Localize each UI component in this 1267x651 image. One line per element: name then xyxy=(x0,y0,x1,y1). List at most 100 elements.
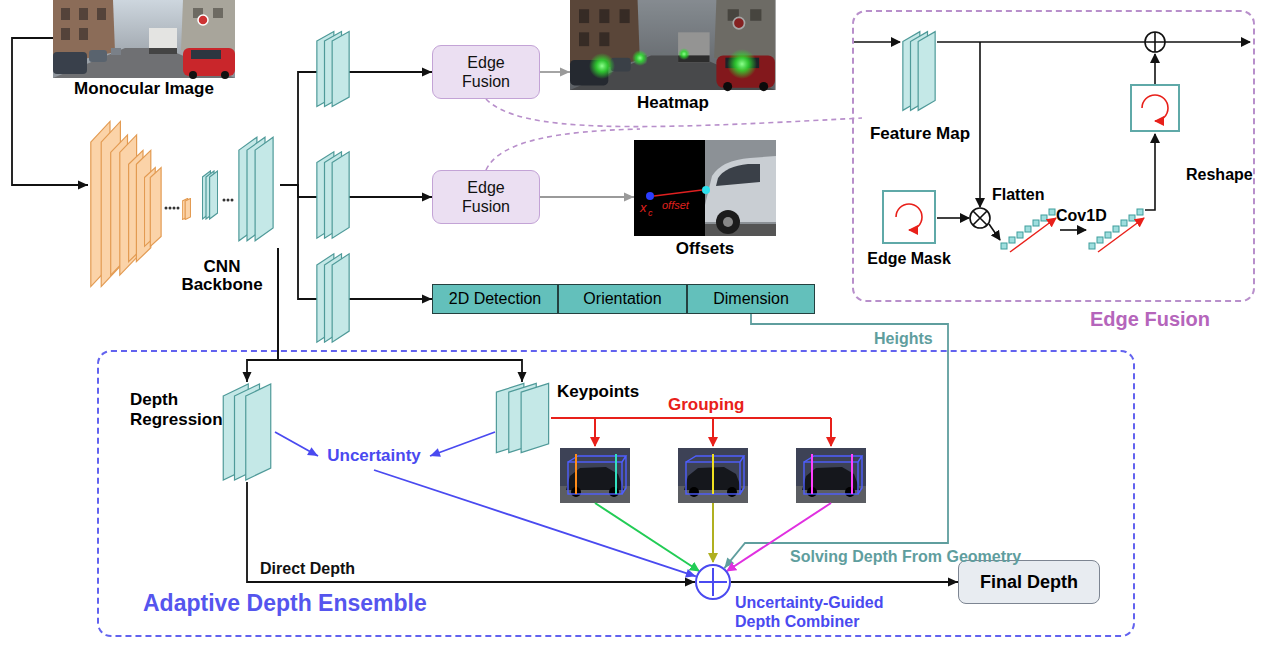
connector xyxy=(374,470,696,577)
connector xyxy=(243,248,279,382)
edge-fusion-internals-part xyxy=(903,32,935,111)
heatmap-image-part xyxy=(589,53,615,79)
panel-title: Adaptive Depth Ensemble xyxy=(143,590,427,617)
arrowhead xyxy=(307,447,318,456)
edge-fusion-internals-part-part xyxy=(1049,209,1055,215)
offsets-image-part xyxy=(716,164,760,186)
image-panel: Heatmap xyxy=(570,0,776,116)
connector xyxy=(280,185,432,304)
edge-fusion-internals-part xyxy=(989,224,1000,240)
uncertainty-node: Uncertainty xyxy=(318,442,430,470)
head-feature-maps-part xyxy=(317,32,349,107)
combiner-plus-part xyxy=(699,568,727,596)
mask-box: Edge Mask xyxy=(882,190,936,244)
operation-label: Flatten xyxy=(992,186,1044,204)
output-box: 2D Detection xyxy=(432,284,558,314)
block-caption: Keypoints xyxy=(557,382,639,402)
connector xyxy=(731,578,958,587)
panel-title: Edge Fusion xyxy=(1090,308,1210,331)
edge-label: Heights xyxy=(872,330,935,348)
arrowhead xyxy=(243,372,252,382)
result-box: Final Depth xyxy=(958,560,1100,604)
edge-fusion-internals-part xyxy=(979,42,981,207)
block-caption: CNN Backbone xyxy=(180,258,264,294)
reshape-box: Reshape xyxy=(1130,84,1180,132)
annotation-subscript: c xyxy=(648,208,653,218)
edge-fusion-internals-part-part xyxy=(1017,232,1023,238)
connector xyxy=(280,185,432,202)
backbone-layers xyxy=(91,121,273,286)
connector-line xyxy=(275,432,318,456)
box-label: Orientation xyxy=(583,290,661,308)
image-panel: Monocular Image xyxy=(53,0,235,100)
keypoint-car-images-part xyxy=(615,454,617,494)
heatmap-image-part xyxy=(678,48,690,60)
block-caption: Edge Mask xyxy=(857,250,961,268)
offsets-image-part xyxy=(705,224,776,236)
image-caption: Heatmap xyxy=(570,93,776,113)
combiner-plus xyxy=(699,568,727,596)
edge-fusion-internals-part-part xyxy=(1089,243,1095,249)
backbone-layers-part xyxy=(223,199,226,202)
connector-line xyxy=(247,248,278,382)
edge-fusion-internals-part-part xyxy=(1137,209,1143,215)
backbone-layers-part xyxy=(144,168,161,247)
connector-line xyxy=(724,314,948,568)
edge-fusion-internals-part xyxy=(1060,229,1086,231)
edge-fusion-internals-part-part xyxy=(1105,232,1111,238)
output-box: Orientation xyxy=(558,284,687,314)
block-caption: Uncertainty-Guided Depth Combiner xyxy=(735,593,910,631)
connector xyxy=(278,248,527,382)
connector-line xyxy=(280,72,432,185)
feature-map: Keypoints xyxy=(495,382,645,454)
edge-fusion-internals-part-part xyxy=(1009,237,1015,243)
edge-fusion-internals-part xyxy=(1165,41,1250,43)
edge-fusion-internals-part-part xyxy=(1033,220,1039,226)
keypoint-car-images xyxy=(560,448,866,503)
edge-fusion-guides-part xyxy=(486,129,640,170)
heatmap-image-part xyxy=(632,50,648,66)
arrowhead xyxy=(430,448,441,456)
backbone-layers-part xyxy=(202,171,217,219)
edge-fusion-internals-part-part xyxy=(1121,220,1127,226)
arrowhead xyxy=(78,181,88,190)
keypoint-car-images-part xyxy=(712,454,714,494)
backbone-layers-part xyxy=(173,207,176,210)
arrowhead xyxy=(685,569,696,578)
annotation-text: offset xyxy=(662,199,689,211)
edge-fusion-internals-part xyxy=(1154,54,1156,84)
keypoint-car-images-part xyxy=(678,448,748,503)
edge-fusion-internals-part-part xyxy=(1129,215,1135,221)
connector-line xyxy=(731,581,958,583)
block-caption: Feature Map xyxy=(865,124,975,144)
arrowhead xyxy=(624,193,634,202)
offsets-image-part xyxy=(705,140,776,236)
box-label: 2D Detection xyxy=(449,290,542,308)
connector-line xyxy=(280,185,432,197)
connector xyxy=(540,193,634,202)
fusion-box: Edge Fusion xyxy=(432,45,540,99)
feature-map: Feature Map xyxy=(865,28,975,146)
arrowhead xyxy=(685,578,695,587)
head-feature-maps-part xyxy=(317,254,349,342)
edge-fusion-internals-part xyxy=(1142,95,1168,121)
backbone-layers-part xyxy=(239,137,273,241)
arrowhead xyxy=(422,295,432,304)
offsets-image-part xyxy=(634,140,705,236)
backbone-layers-part xyxy=(231,199,234,202)
connector-line xyxy=(540,196,634,198)
backbone-layers-part xyxy=(177,207,180,210)
backbone-layers-part xyxy=(182,198,190,219)
offsets-image-part xyxy=(705,156,776,222)
backbone-layers-part xyxy=(169,207,172,210)
depth-feature-maps xyxy=(223,383,548,480)
arrowhead xyxy=(422,193,432,202)
connector xyxy=(540,68,570,77)
module-panel: Edge FusionFeature MapEdge MaskReshape xyxy=(852,10,1255,302)
image-caption: Monocular Image xyxy=(53,79,235,99)
geometry-depth-arrows-part xyxy=(595,503,699,571)
fusion-box: Edge Fusion xyxy=(432,170,540,224)
step-label: Solving Depth From Geometry xyxy=(790,548,1021,566)
depth-feature-maps-part xyxy=(496,383,548,452)
